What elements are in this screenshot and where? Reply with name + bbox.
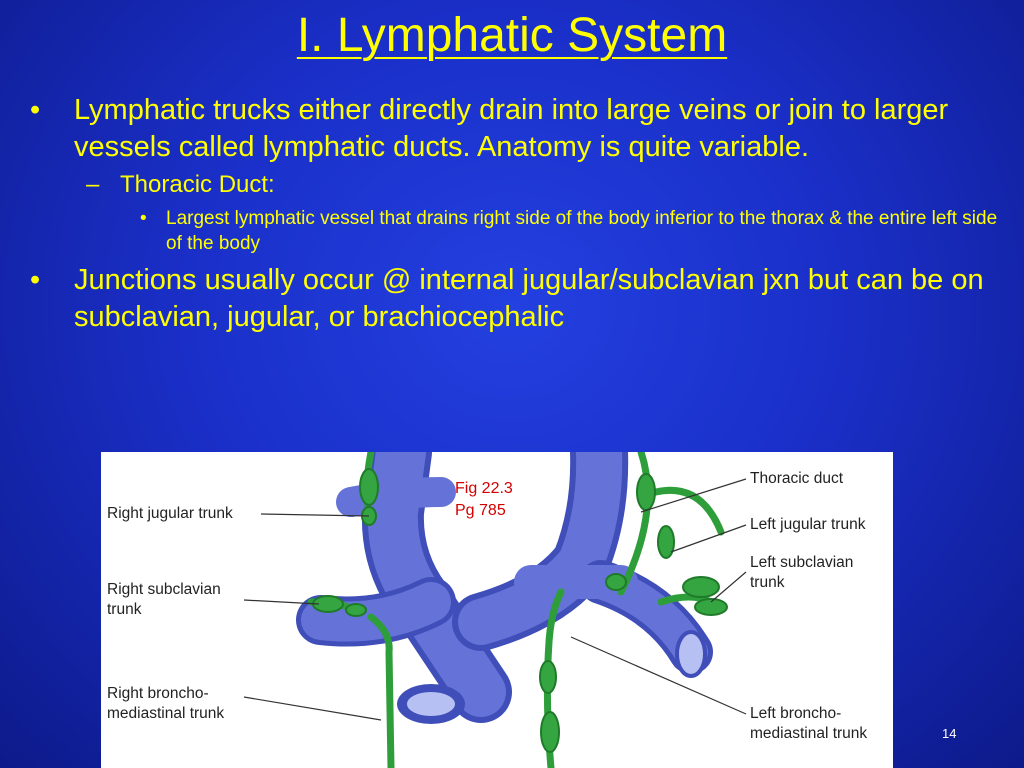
dash-icon: – — [86, 171, 100, 198]
bullet-text: Lymphatic trucks either directly drain i… — [74, 94, 949, 163]
label-left-broncho-mediastinal-trunk: Left broncho- mediastinal trunk — [750, 704, 867, 744]
sub-bullet-item: – Thoracic Duct: — [30, 170, 1000, 200]
label-line: Left broncho- — [750, 705, 842, 722]
bullet-item: • Lymphatic trucks either directly drain… — [30, 92, 1000, 166]
label-line: trunk — [750, 574, 785, 591]
label-right-jugular-trunk: Right jugular trunk — [107, 505, 233, 522]
bullet-text: Junctions usually occur @ internal jugul… — [74, 264, 984, 333]
bullet-item: • Junctions usually occur @ internal jug… — [30, 262, 1000, 336]
lymphatic-figure: Right jugular trunk Right subclavian tru… — [101, 452, 893, 768]
label-line: trunk — [107, 601, 142, 618]
slide-page-number: 14 — [942, 726, 957, 741]
figure-reference: Fig 22.3 Pg 785 — [455, 478, 513, 522]
slide-title: I. Lymphatic System — [296, 9, 728, 62]
sub-sub-bullet-text: Largest lymphatic vessel that drains rig… — [166, 208, 998, 254]
label-line: mediastinal trunk — [107, 705, 225, 722]
sub-bullet-text: Thoracic Duct: — [120, 171, 275, 198]
label-line: mediastinal trunk — [750, 725, 868, 742]
label-right-subclavian-trunk: Right subclavian trunk — [107, 580, 221, 620]
bullet-dot-icon: • — [140, 208, 147, 229]
page-reference: Pg 785 — [455, 502, 506, 519]
label-left-subclavian-trunk: Left subclavian trunk — [750, 553, 853, 593]
label-line: Right broncho- — [107, 685, 209, 702]
label-thoracic-duct: Thoracic duct — [750, 470, 844, 487]
label-right-broncho-mediastinal-trunk: Right broncho- mediastinal trunk — [107, 684, 224, 724]
label-line: Left subclavian — [750, 554, 854, 571]
figure-number: Fig 22.3 — [455, 480, 513, 497]
label-line: Right subclavian — [107, 581, 221, 598]
bullet-list: • Lymphatic trucks either directly drain… — [30, 92, 1000, 336]
bullet-dot-icon: • — [30, 264, 41, 296]
vessel-illustration — [243, 452, 747, 768]
bullet-dot-icon: • — [30, 94, 41, 126]
label-left-jugular-trunk: Left jugular trunk — [750, 516, 866, 533]
sub-sub-bullet-item: • Largest lymphatic vessel that drains r… — [30, 206, 1000, 256]
